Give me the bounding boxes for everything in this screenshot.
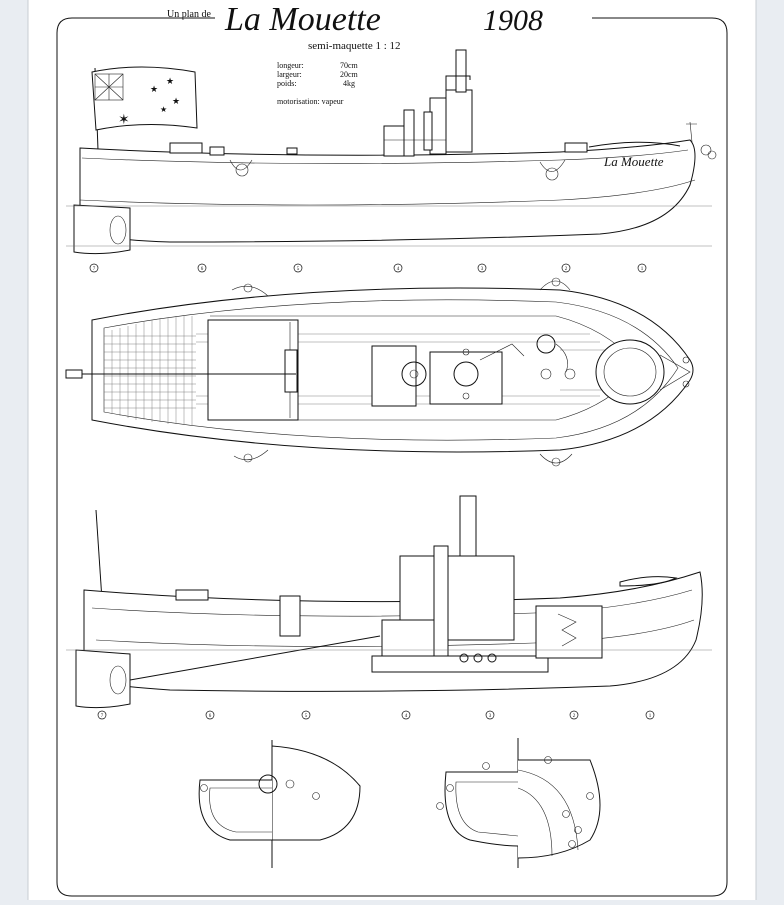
hull-name-lettering: La Mouette	[603, 154, 664, 169]
station-marker	[301, 710, 311, 720]
station-number: 7	[101, 714, 104, 719]
station-number: 6	[201, 267, 204, 272]
ensign-flag	[91, 66, 198, 131]
station-number: 3	[481, 267, 484, 272]
station-marker	[97, 710, 107, 720]
deck-plan-view	[65, 277, 694, 467]
forward-body-section	[436, 738, 601, 868]
station-marker	[393, 263, 403, 273]
spec-weight-value: 4kg	[343, 79, 355, 88]
station-number: 3	[489, 714, 492, 719]
engine-plan	[371, 345, 417, 407]
station-marker	[645, 710, 655, 720]
spec-width-value: 20cm	[340, 70, 359, 79]
station-marker	[561, 263, 571, 273]
station-marker	[293, 263, 303, 273]
station-number: 5	[305, 714, 308, 719]
header-prefix: Un plan de	[167, 9, 211, 20]
station-number: 1	[641, 267, 644, 272]
prop-shaft	[129, 635, 381, 681]
boat-year: 1908	[483, 4, 543, 37]
scale-subtitle: semi-maquette 1 : 12	[308, 40, 401, 52]
side-elevation-view: ✶ ★ ★ ★ ★ La Mouette	[66, 49, 717, 273]
drawing-frame	[56, 17, 728, 897]
station-marker	[401, 710, 411, 720]
station-number: 6	[209, 714, 212, 719]
svg-text:★: ★	[172, 96, 180, 106]
station-marker	[197, 263, 207, 273]
station-number: 2	[565, 267, 568, 272]
section-rudder	[75, 649, 131, 709]
spec-length-label: longeur:	[277, 61, 304, 70]
flagstaff	[95, 509, 103, 601]
station-marker	[485, 710, 495, 720]
station-marker	[477, 263, 487, 273]
side-view-station-markers: 7 6 5 4 3 2 1	[89, 263, 647, 273]
section-view-station-markers: 7 6 5 4 3 2 1	[97, 710, 655, 720]
spec-width-label: largeur:	[277, 70, 302, 79]
station-number: 1	[649, 714, 652, 719]
boat-title: La Mouette	[224, 1, 381, 38]
aft-deck-planking	[104, 316, 196, 426]
svg-text:★: ★	[160, 105, 167, 114]
station-number: 7	[93, 267, 96, 272]
spec-weight-label: poids:	[277, 79, 297, 88]
svg-text:★: ★	[150, 84, 158, 94]
boiler-tank	[535, 605, 603, 659]
spec-propulsion: motorisation: vapeur	[277, 97, 344, 106]
station-number: 5	[297, 267, 300, 272]
station-marker	[89, 263, 99, 273]
svg-text:✶: ✶	[118, 113, 130, 128]
rudder	[73, 204, 131, 255]
station-number: 4	[405, 714, 408, 719]
longitudinal-section-view: 7 6 5 4 3 2 1	[66, 495, 712, 720]
station-number: 2	[573, 714, 576, 719]
station-marker	[205, 710, 215, 720]
aft-body-section	[198, 740, 361, 868]
station-marker	[637, 263, 647, 273]
station-number: 4	[397, 267, 400, 272]
station-marker	[569, 710, 579, 720]
spec-length-value: 70cm	[340, 61, 359, 70]
svg-text:★: ★	[166, 76, 174, 86]
